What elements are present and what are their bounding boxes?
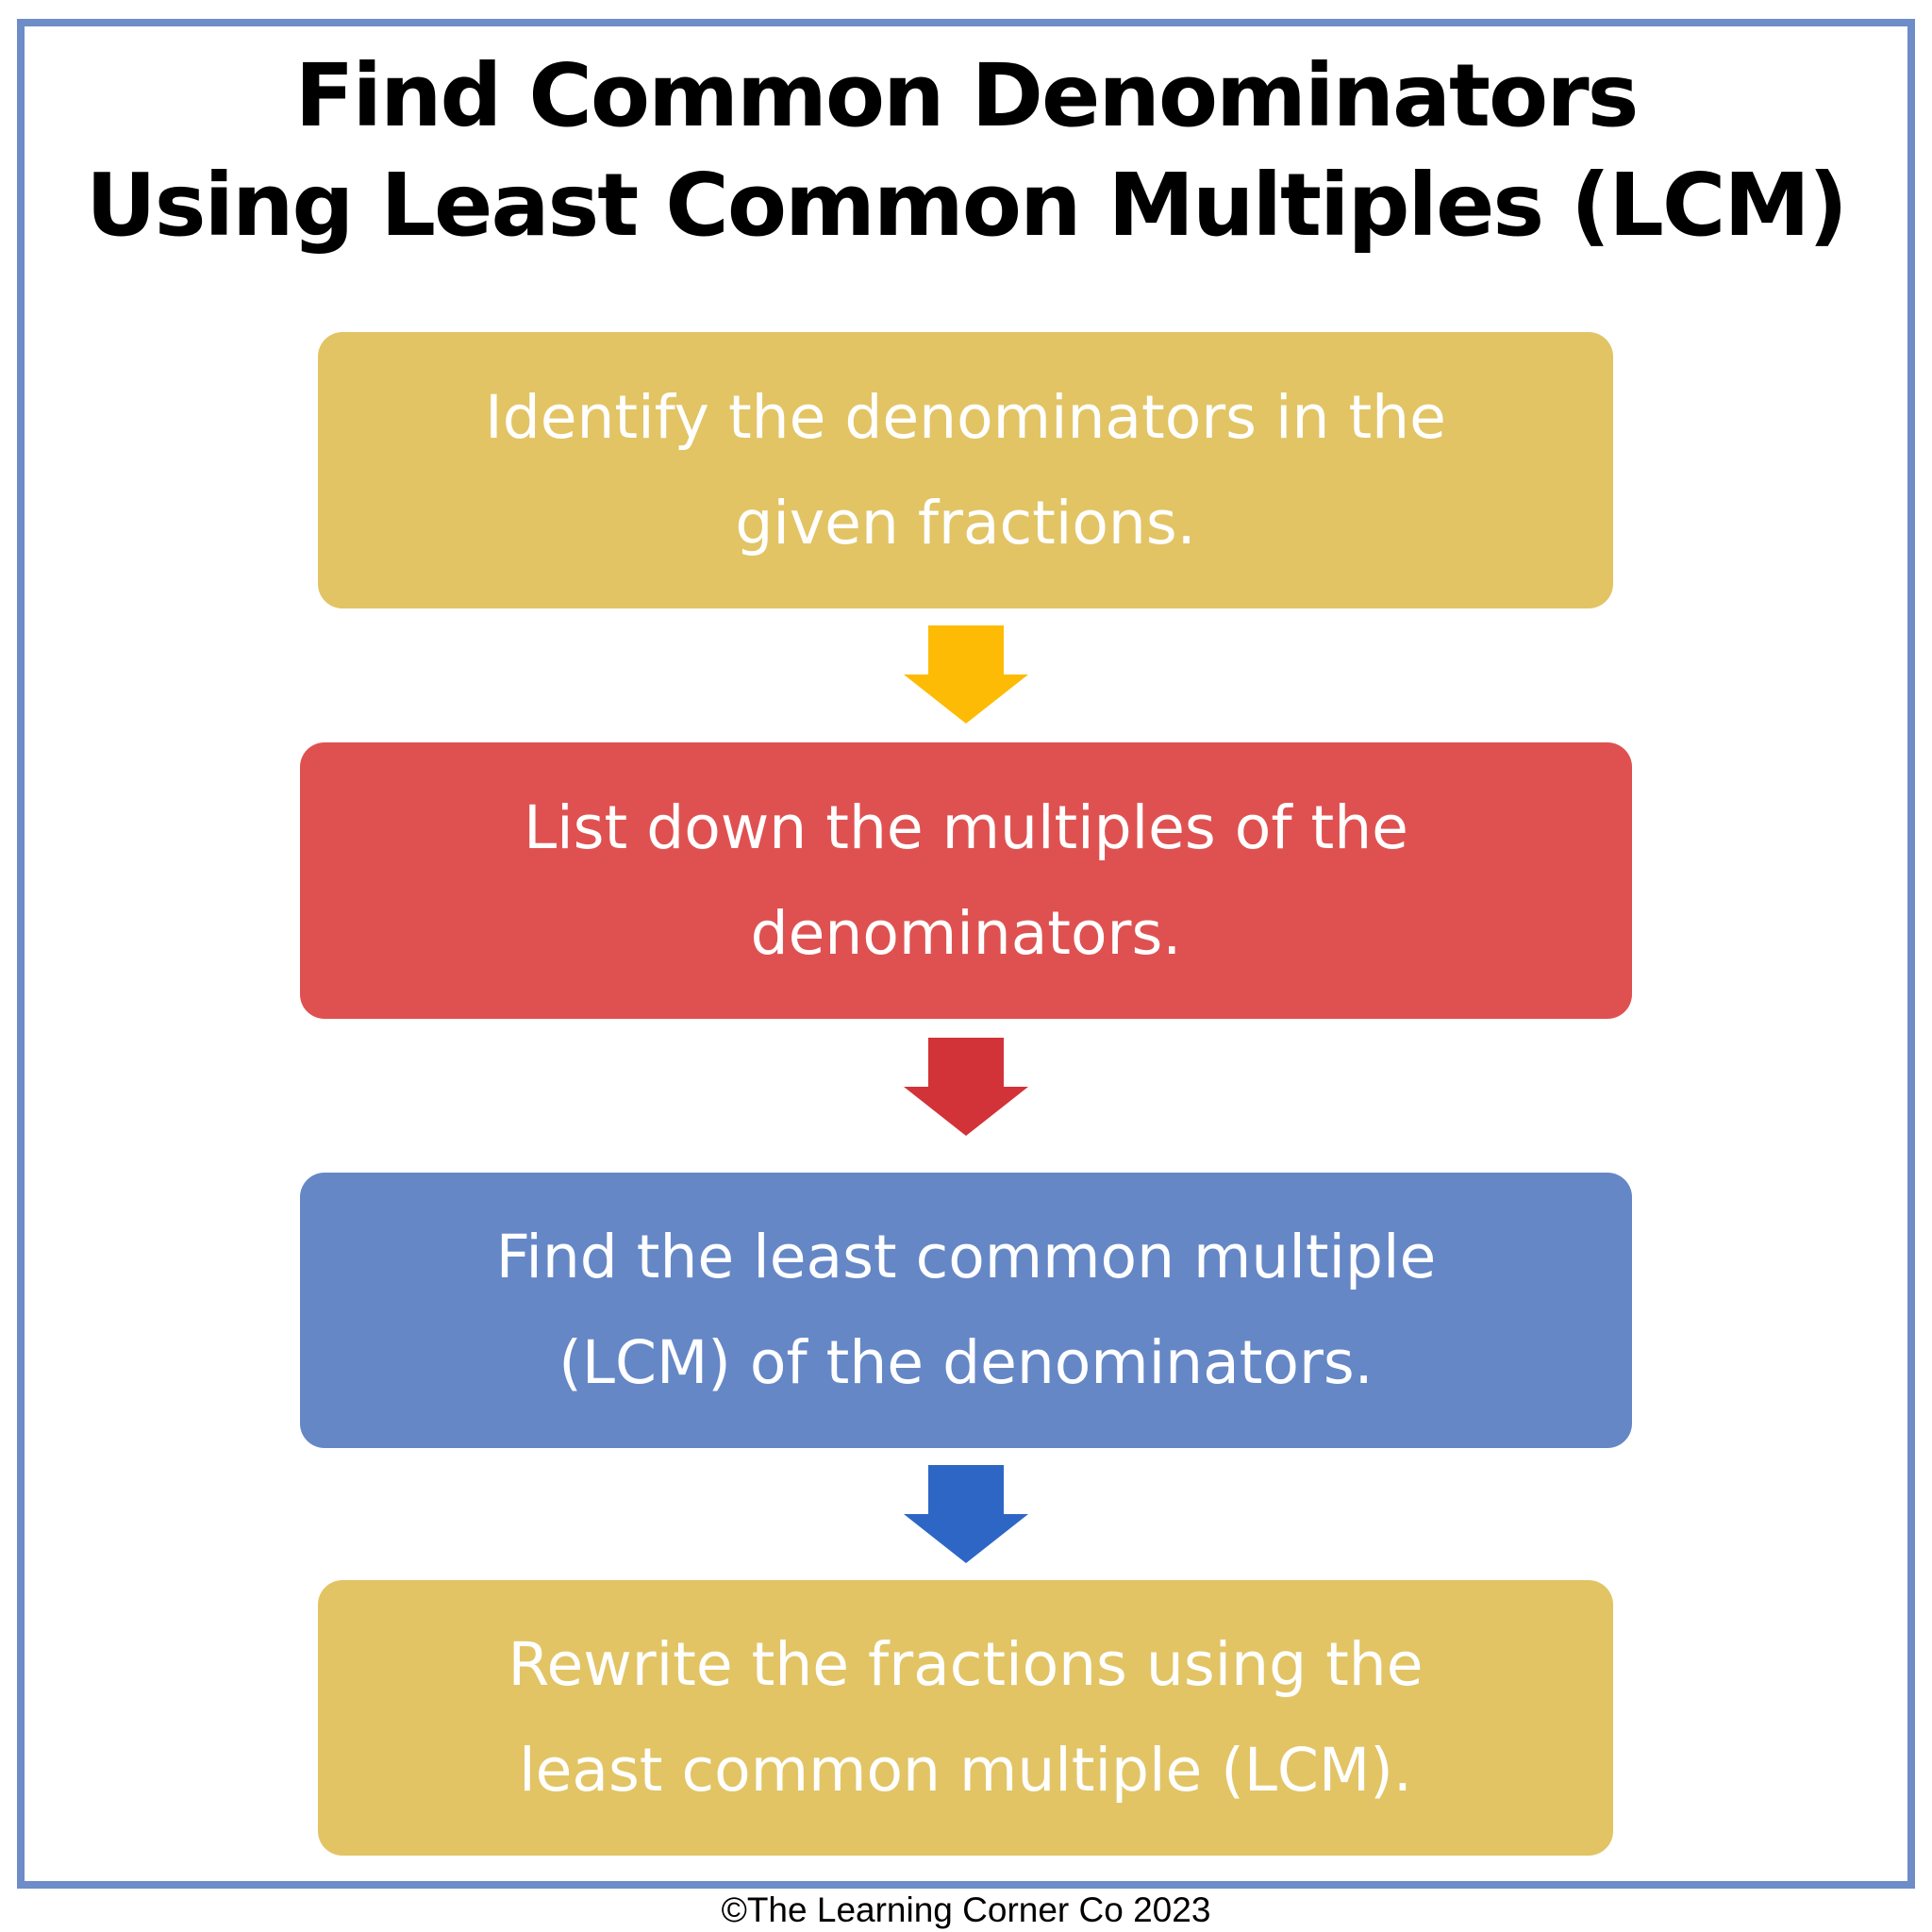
step-box-list-multiples: List down the multiples of the denominat… [300,742,1632,1019]
step-box-identify-denominators: Identify the denominators in the given f… [318,332,1613,608]
copyright-text: ©The Learning Corner Co 2023 [721,1890,1211,1929]
step-4-text-line-2: least common multiple (LCM). [519,1736,1412,1805]
step-2-text-line-1: List down the multiples of the [524,792,1408,862]
page-title-line-2: Using Least Common Multiples (LCM) [86,155,1848,256]
step-box-rewrite-fractions: Rewrite the fractions using the least co… [318,1580,1613,1856]
down-arrow-icon-1 [904,625,1028,724]
step-3-text-line-1: Find the least common multiple [495,1223,1437,1291]
step-1-text-line-1: Identify the denominators in the [485,382,1446,452]
down-arrow-icon-3 [904,1465,1028,1563]
down-arrow-icon-2 [904,1038,1028,1136]
step-box-find-lcm: Find the least common multiple (LCM) of … [300,1173,1632,1448]
step-4-text-line-1: Rewrite the fractions using the [508,1630,1424,1699]
step-3-text-line-2: (LCM) of the denominators. [558,1328,1374,1397]
page-title: Find Common Denominators Using Least Com… [0,42,1932,260]
step-1-text-line-2: given fractions. [735,488,1196,558]
step-2-text-line-2: denominators. [750,898,1182,968]
page-title-line-1: Find Common Denominators [294,45,1640,146]
